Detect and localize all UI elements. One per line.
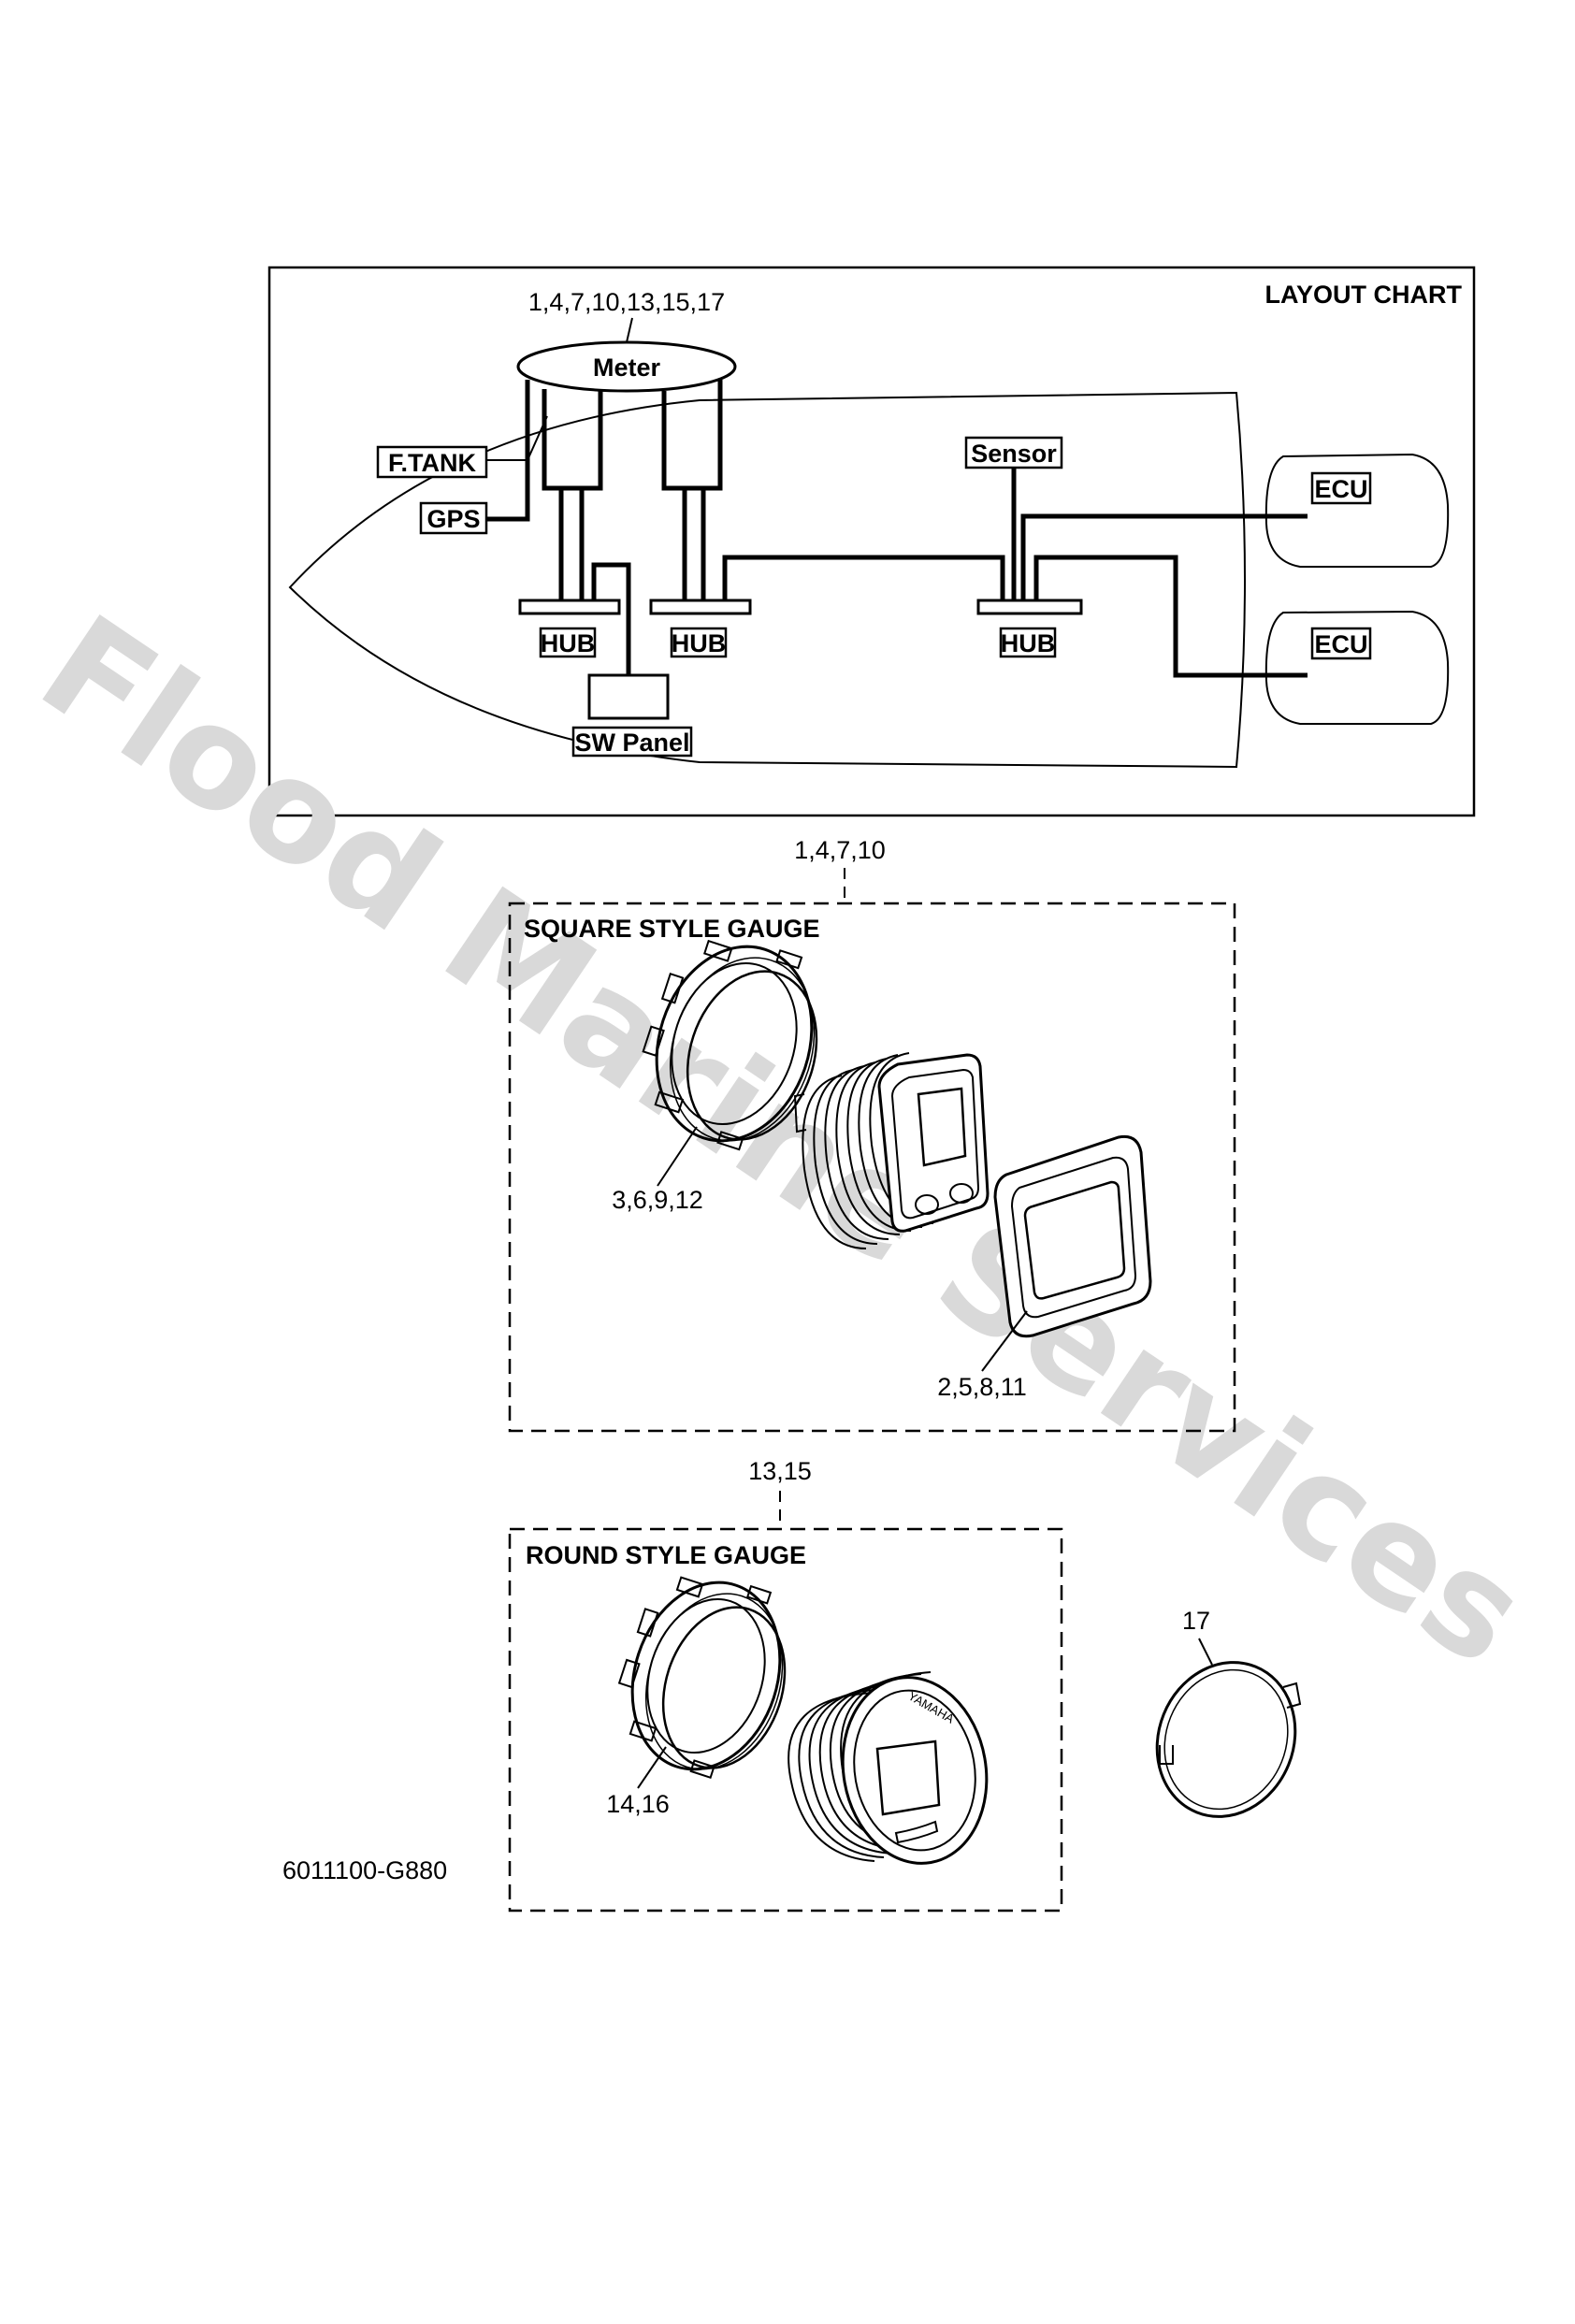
round-nut-leader-line	[637, 1746, 667, 1789]
hub-bar-2	[649, 599, 752, 615]
round-gauge-button	[894, 1820, 939, 1844]
hub-label-1: HUB	[541, 629, 596, 657]
square-gauge-mounting-nut	[642, 939, 818, 1151]
hub-label-2: HUB	[672, 629, 727, 657]
ecu-label-2: ECU	[1314, 630, 1367, 658]
gasket-leader-line	[981, 1310, 1028, 1372]
gasket-reference-numbers: 2,5,8,11	[937, 1373, 1027, 1401]
fuel-tank-box	[376, 445, 488, 479]
switch-panel-box	[587, 673, 670, 720]
fuel-tank-wire-branch	[527, 415, 548, 461]
watermark: Flood Marine Services	[13, 585, 1553, 1697]
round-gauge-body: YAMAHA	[788, 1671, 989, 1865]
square-gauge-gasket	[993, 1134, 1152, 1338]
meter-label: Meter	[593, 354, 661, 382]
square-gauge-group: 1,4,7,10 SQUARE STYLE GAUGE 3,6,9,12	[508, 836, 1236, 1433]
ecu-box-2	[1310, 627, 1372, 660]
layout-chart-title: LAYOUT CHART	[1264, 281, 1462, 309]
sensor-label: Sensor	[971, 440, 1057, 468]
drawing-code: 6011100-G880	[282, 1856, 447, 1884]
fuel-tank-label: F.TANK	[388, 449, 476, 477]
retaining-ring	[1155, 1661, 1297, 1818]
ring-leader-line	[1198, 1638, 1213, 1666]
round-gauge-display	[875, 1739, 941, 1816]
hub-label-3: HUB	[1001, 629, 1056, 657]
square-gauge-title: SQUARE STYLE GAUGE	[524, 915, 820, 943]
mounting-nut-reference-numbers: 3,6,9,12	[612, 1186, 703, 1214]
gps-box	[419, 501, 488, 535]
meter-reference-numbers: 1,4,7,10,13,15,17	[528, 288, 725, 316]
hub-label-box-1	[539, 627, 597, 658]
meter-leader-line	[626, 317, 633, 343]
hub-bar-3	[976, 599, 1083, 615]
hub-label-box-2	[670, 627, 728, 658]
meter-node	[516, 340, 737, 393]
round-gauge-group: 13,15 ROUND STYLE GAUGE 14,16	[508, 1457, 1063, 1913]
square-gauge-frame	[508, 902, 1236, 1433]
square-gauge-body	[793, 1052, 990, 1249]
round-gauge-reference-numbers: 13,15	[748, 1457, 812, 1485]
square-gauge-reference-numbers: 1,4,7,10	[794, 836, 886, 864]
layout-chart: LAYOUT CHART 1,4,7,10,13,15,17 Meter	[267, 266, 1476, 817]
mounting-nut-leader-line	[657, 1126, 698, 1187]
network-wiring	[486, 380, 1308, 678]
ecu-label-1: ECU	[1314, 475, 1367, 503]
engine-outline-upper	[1264, 453, 1450, 568]
hub-label-box-3	[999, 627, 1057, 658]
hub-bar-1	[518, 599, 621, 615]
retaining-ring-group: 17	[1155, 1607, 1302, 1818]
round-gauge-title: ROUND STYLE GAUGE	[526, 1541, 806, 1569]
ring-reference-number: 17	[1182, 1607, 1210, 1635]
engine-outline-lower	[1264, 610, 1450, 725]
round-gauge-frame	[508, 1527, 1063, 1913]
round-nut-reference-numbers: 14,16	[606, 1790, 670, 1818]
gps-label: GPS	[426, 505, 480, 533]
switch-panel-label-box	[571, 726, 693, 758]
switch-panel-label: SW Panel	[574, 729, 689, 757]
layout-chart-frame	[267, 266, 1476, 817]
sensor-box	[964, 436, 1063, 469]
round-gauge-mounting-nut	[617, 1576, 787, 1780]
ecu-box-1	[1310, 471, 1372, 505]
